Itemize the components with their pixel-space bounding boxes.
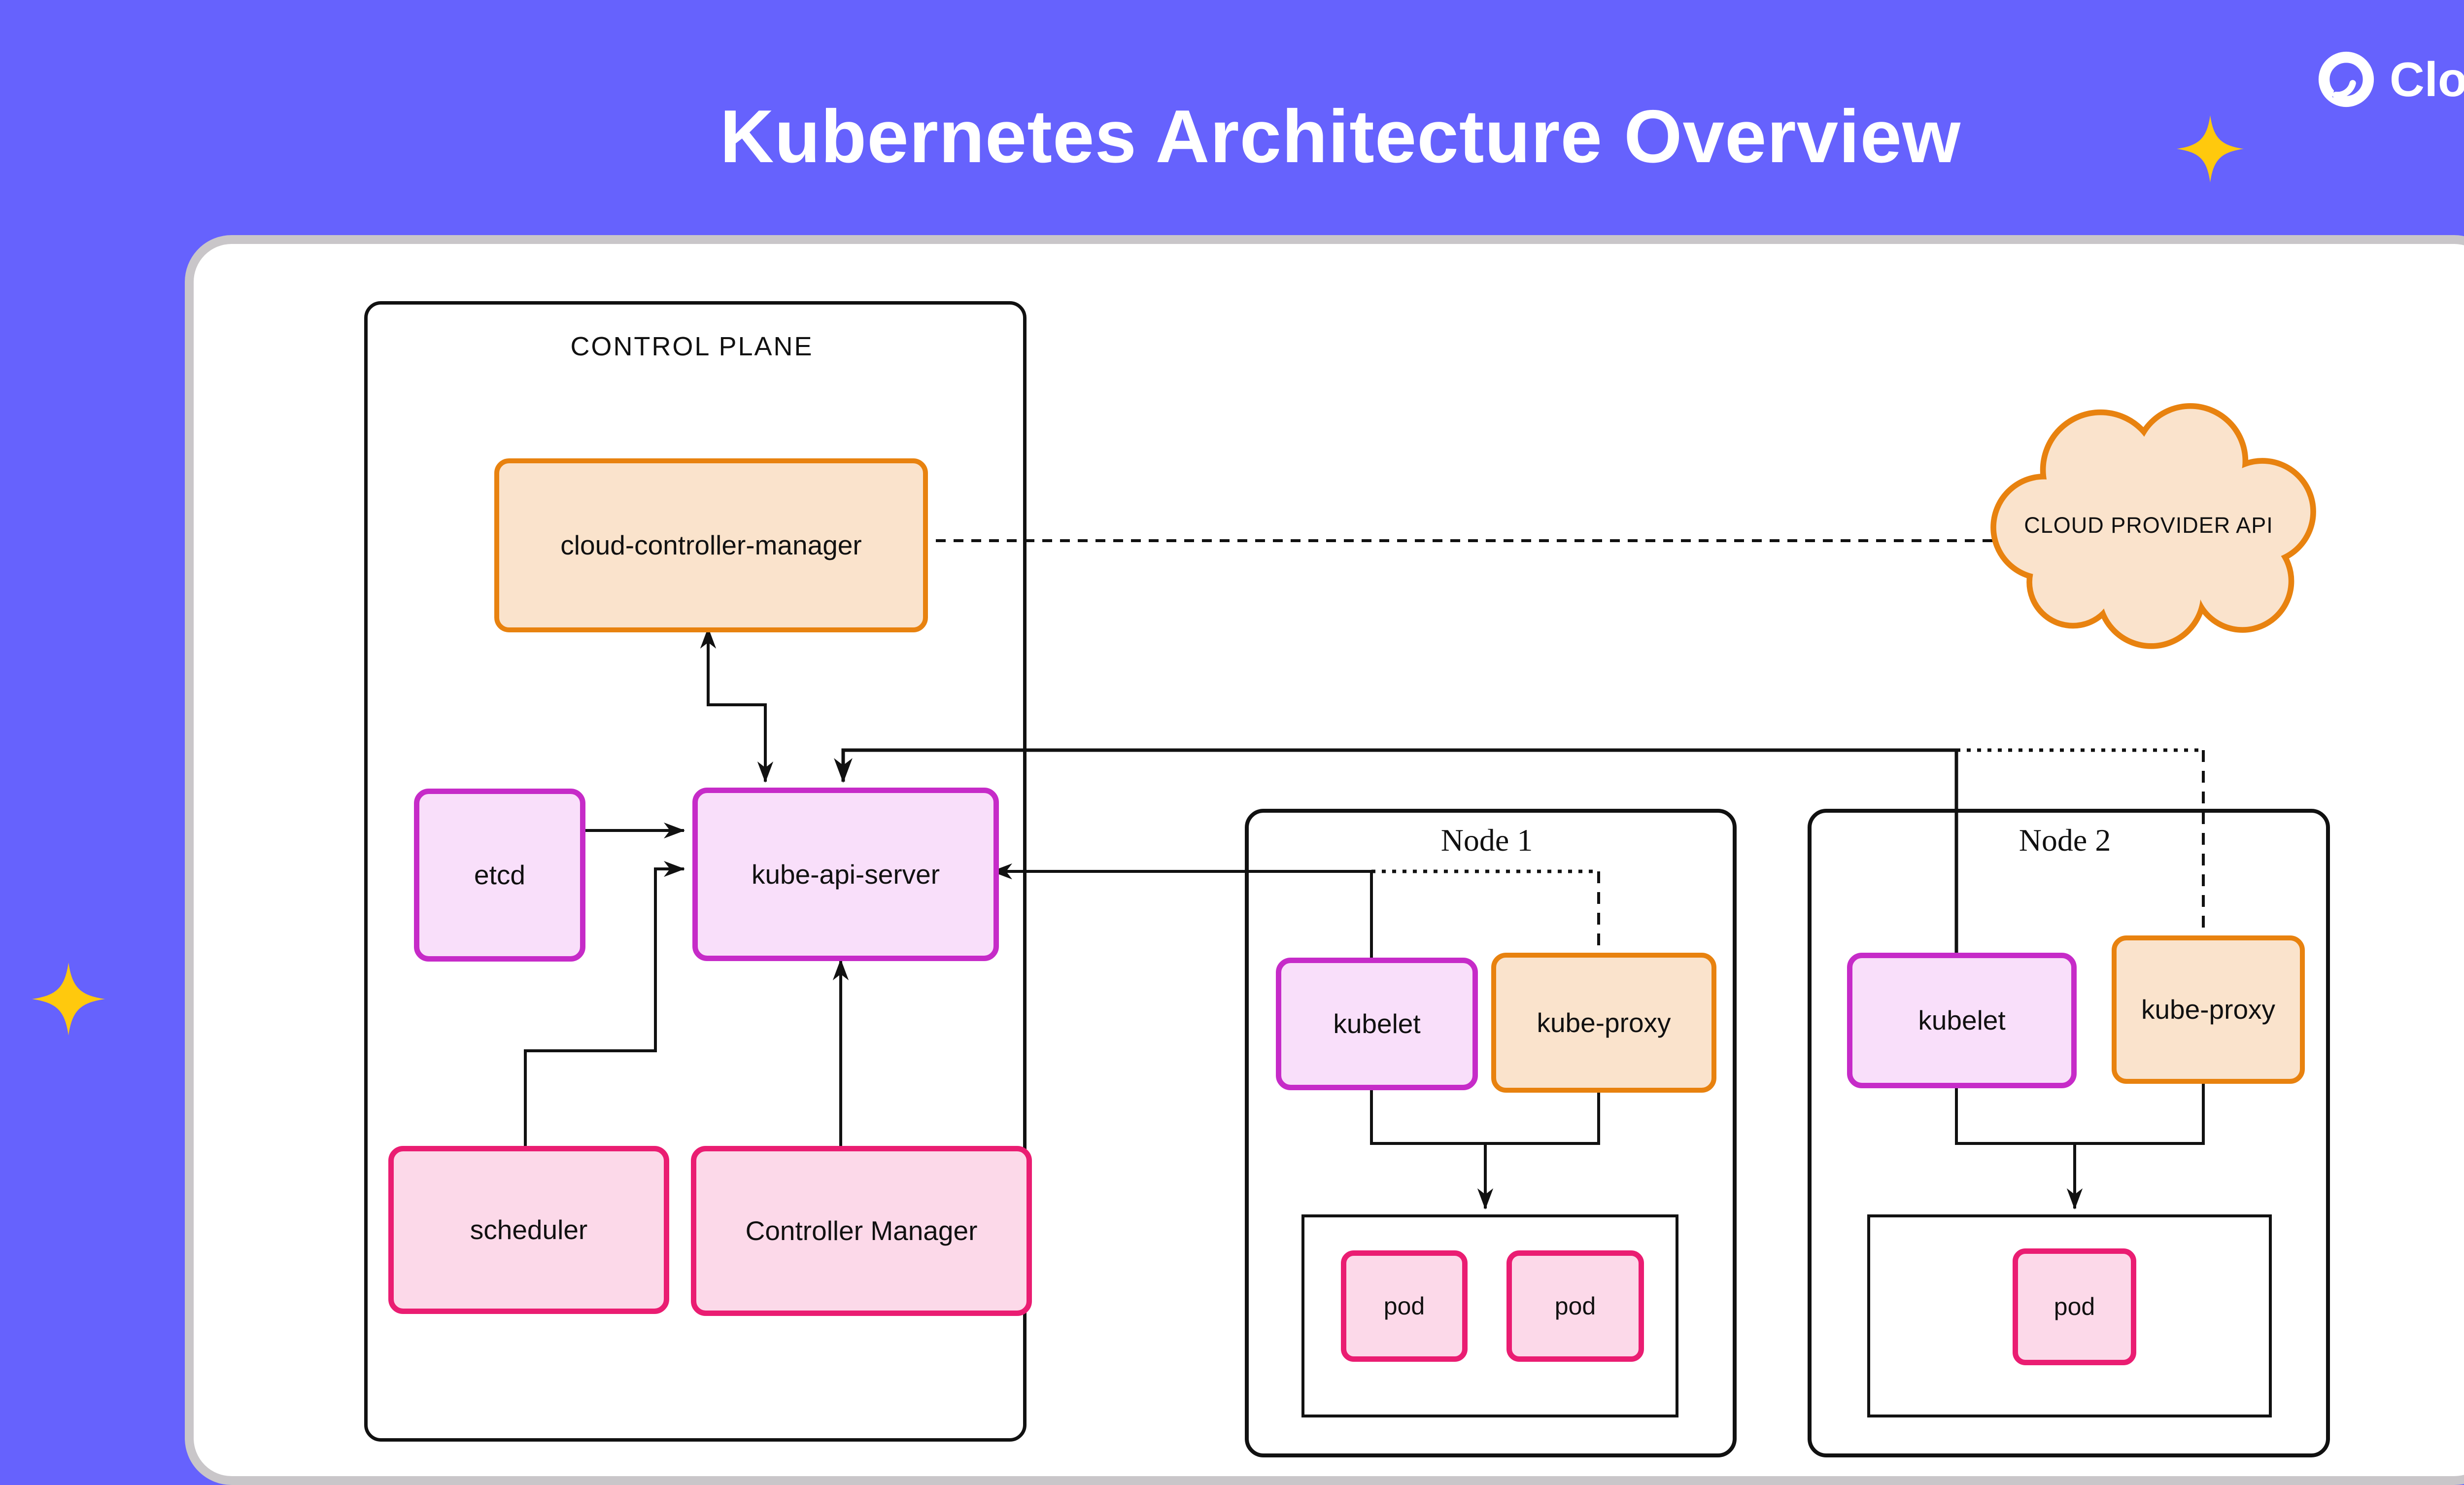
pod-label: pod <box>1554 1292 1596 1320</box>
node2-pod-box[interactable]: pod <box>2013 1248 2136 1365</box>
scheduler-box[interactable]: scheduler <box>388 1146 669 1314</box>
connector-lines <box>524 532 2205 1210</box>
sparkle-icon <box>2177 115 2244 182</box>
node2-kube-proxy-box[interactable]: kube-proxy <box>2112 935 2305 1084</box>
node1-kubelet-label: kubelet <box>1333 1008 1421 1039</box>
controller-manager-box[interactable]: Controller Manager <box>691 1146 1032 1316</box>
control-plane-label: CONTROL PLANE <box>570 332 814 361</box>
node2-label: Node 2 <box>2019 823 2111 858</box>
scheduler-label: scheduler <box>470 1214 588 1245</box>
controller-manager-label: Controller Manager <box>745 1215 978 1246</box>
brand-logo: Cloudairy <box>2314 47 2464 112</box>
node1-pod-box[interactable]: pod <box>1341 1250 1468 1362</box>
etcd-box[interactable]: etcd <box>414 789 585 962</box>
page-title: Kubernetes Architecture Overview <box>719 95 1961 178</box>
wire-node2-kubelet-to-api <box>834 748 1958 953</box>
node1-kube-proxy-label: kube-proxy <box>1537 1007 1671 1038</box>
sparkle-icon <box>32 963 105 1036</box>
cloud-provider-shape[interactable] <box>1971 399 2326 656</box>
node2-kubelet-label: kubelet <box>1918 1005 2006 1036</box>
pod-label: pod <box>1383 1292 1425 1320</box>
pod-label: pod <box>2053 1293 2095 1321</box>
node1-label: Node 1 <box>1440 823 1533 858</box>
kube-api-server-box[interactable]: kube-api-server <box>692 788 999 961</box>
wire-node2-bracket <box>1955 1074 2205 1145</box>
app-background: { "header": { "title": "Kubernetes Archi… <box>32 47 2464 1485</box>
cloud-controller-manager-label: cloud-controller-manager <box>560 530 862 561</box>
wire-scheduler-to-api <box>524 861 685 1146</box>
node2-kube-proxy-label: kube-proxy <box>2141 994 2276 1025</box>
etcd-label: etcd <box>474 860 525 891</box>
node2-kubelet-box[interactable]: kubelet <box>1847 953 2077 1088</box>
cloudairy-icon <box>2318 51 2374 107</box>
wire-ccm-api <box>700 627 774 783</box>
wire-node1-kubelet-to-api <box>991 863 1373 958</box>
node1-kube-proxy-box[interactable]: kube-proxy <box>1491 953 1716 1093</box>
cloud-provider-label: CLOUD PROVIDER API <box>2024 513 2273 538</box>
node1-kubelet-box[interactable]: kubelet <box>1276 958 1478 1090</box>
brand-name: Cloudairy <box>2390 52 2464 106</box>
kube-api-server-label: kube-api-server <box>751 859 940 890</box>
node1-pod-box[interactable]: pod <box>1506 1250 1644 1362</box>
cloud-controller-manager-box[interactable]: cloud-controller-manager <box>494 458 928 632</box>
